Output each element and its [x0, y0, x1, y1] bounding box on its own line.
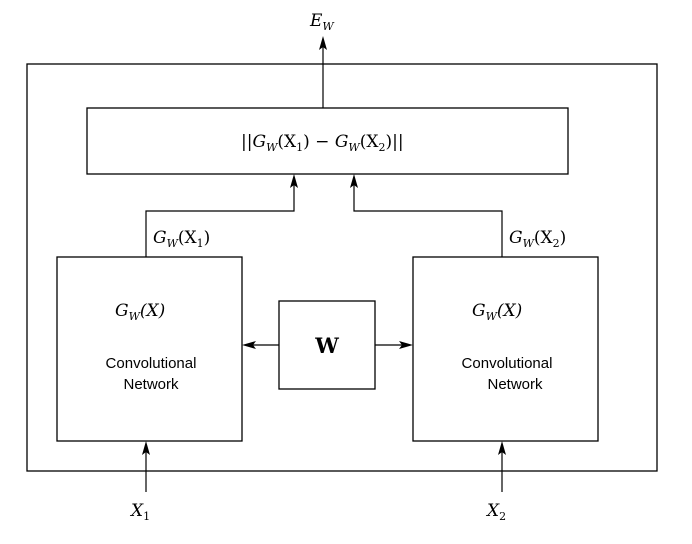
- input1-label: X1: [129, 501, 150, 523]
- left-network-line2: Network: [123, 376, 179, 393]
- left-output-path: [145, 182, 295, 257]
- right-network-line1: Convolutional: [462, 355, 553, 372]
- left-network-box: [56, 256, 243, 442]
- distance-box: [86, 107, 569, 175]
- input2-label: X2: [485, 501, 506, 523]
- left-network-function: GW(X): [115, 301, 165, 323]
- weights-label: W: [314, 333, 339, 358]
- right-output-arrow-head: [350, 174, 358, 188]
- right-network-box: [412, 256, 599, 442]
- distance-formula: ||GW(X1) − GW(X2)||: [241, 132, 404, 154]
- left-output-label: GW(X1): [153, 228, 210, 250]
- right-network-line2: Network: [487, 376, 543, 393]
- input1-arrow-head: [142, 441, 150, 455]
- right-network-function: GW(X): [472, 301, 522, 323]
- left-network-line1: Convolutional: [106, 355, 197, 372]
- output-label: EW: [309, 11, 335, 33]
- right-output-path: [353, 182, 503, 257]
- weights-box: [278, 300, 376, 390]
- left-output-arrow-head: [290, 174, 298, 188]
- weights-left-arrow-head: [242, 341, 256, 349]
- output-arrow-head: [319, 36, 327, 50]
- input2-arrow-head: [498, 441, 506, 455]
- right-output-label: GW(X2): [509, 228, 566, 250]
- weights-right-arrow-head: [399, 341, 413, 349]
